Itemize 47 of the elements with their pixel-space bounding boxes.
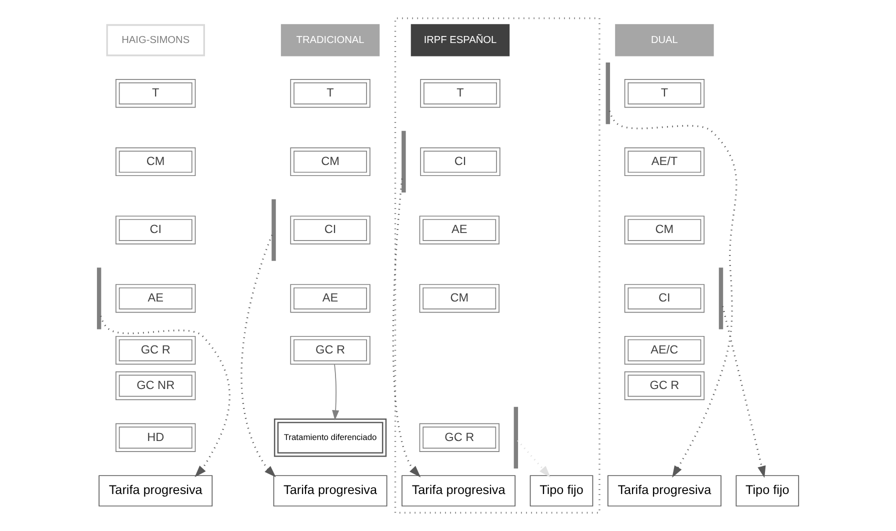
node-box: CI (116, 216, 196, 244)
arrow (722, 306, 766, 478)
node-brace (514, 406, 518, 468)
node-box: Tarifa progresiva (98, 475, 213, 506)
node-box: GC R (624, 371, 705, 400)
node-box: AE (116, 284, 196, 313)
node-box: Tipo fijo (530, 475, 594, 506)
node-box: CM (419, 284, 500, 313)
node-box: CI (290, 216, 370, 244)
node-box: GC NR (116, 371, 196, 400)
node-box: AE/C (624, 336, 705, 365)
node-box: GC R (419, 423, 500, 452)
arrow (608, 110, 738, 478)
node-box: AE (419, 216, 500, 244)
node-brace (718, 268, 724, 330)
arrow (100, 316, 230, 478)
node-box: CI (624, 284, 705, 313)
node-box: DUAL (615, 24, 714, 56)
node-box: CI (420, 147, 500, 176)
node-box: Tarifa progresiva (607, 475, 722, 506)
arrow (240, 234, 276, 478)
node-box: TRADICIONAL (280, 24, 380, 56)
node-box: GC R (290, 336, 370, 365)
node-box: T (624, 79, 705, 108)
node-box: T (116, 79, 196, 108)
node-box: CM (116, 147, 196, 176)
node-box: CM (624, 216, 705, 244)
node-box: AE/T (624, 147, 705, 176)
node-box: Tipo fijo (736, 475, 800, 506)
node-box: CM (290, 147, 370, 176)
node-box: GC R (116, 336, 196, 365)
node-box: T (420, 79, 500, 108)
node-brace (606, 62, 610, 124)
node-box: HD (116, 423, 196, 452)
node-box: T (290, 79, 370, 108)
arrow (332, 364, 340, 420)
node-box: AE (290, 284, 370, 313)
node-box: HAIG-SIMONS (106, 24, 205, 56)
node-box: Tarifa progresiva (402, 475, 516, 506)
arrow (392, 178, 421, 478)
node-box: Tratamiento diferenciado (274, 418, 387, 457)
node-brace (96, 268, 102, 330)
node-brace (272, 199, 276, 261)
node-box: Tarifa progresiva (273, 475, 388, 506)
cluster (394, 17, 600, 514)
node-brace (402, 130, 406, 192)
node-box: IRPF ESPAÑOL (410, 24, 510, 56)
